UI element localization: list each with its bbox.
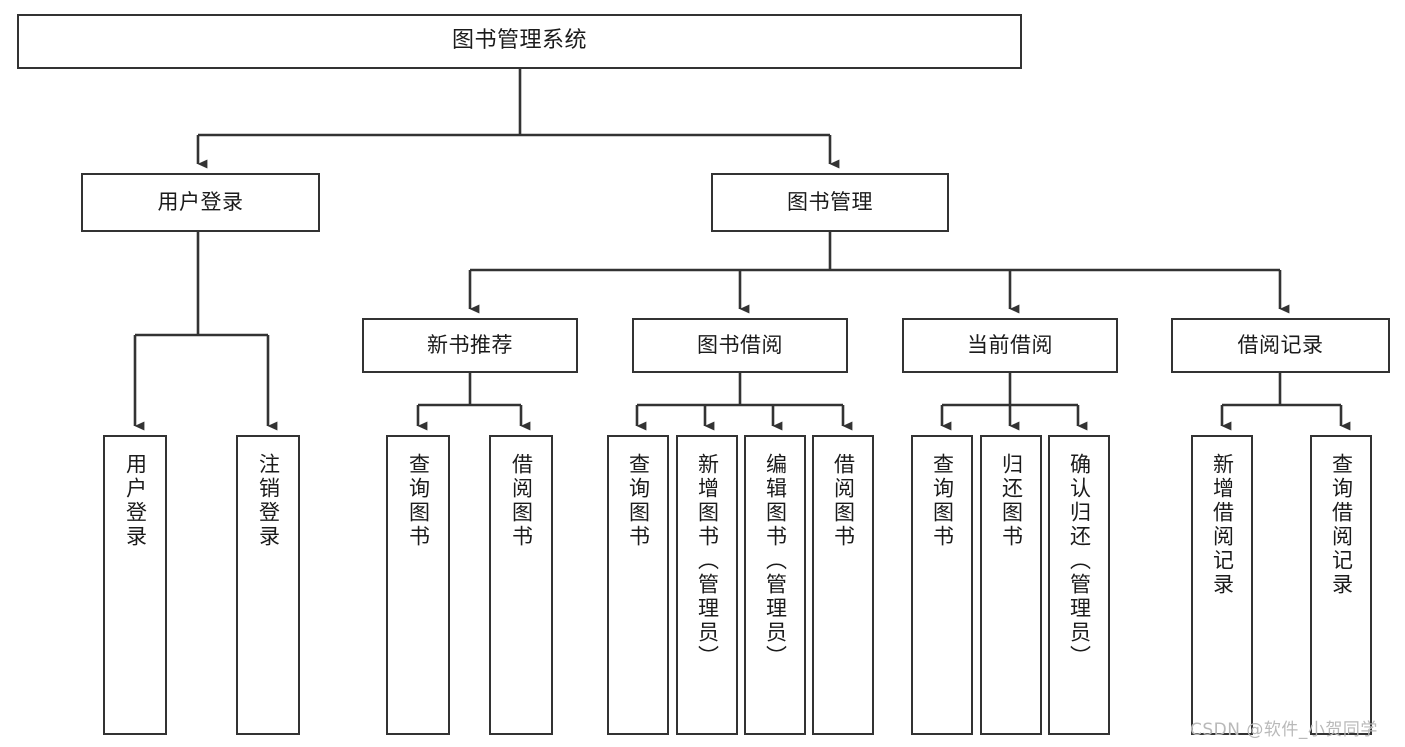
node-leaf-borrow-book-new[interactable]: 借阅图书 (489, 435, 553, 735)
node-label: 查询图书 (406, 453, 431, 549)
node-label: 编辑图书（管理员） (763, 453, 788, 669)
node-label: 图书管理系统 (451, 28, 587, 54)
node-new-book-recommendation[interactable]: 新书推荐 (362, 318, 578, 373)
node-root-book-management-system[interactable]: 图书管理系统 (17, 14, 1022, 69)
node-leaf-query-book-new[interactable]: 查询图书 (386, 435, 450, 735)
node-label: 借阅图书 (831, 453, 856, 549)
node-leaf-query-book-borrow[interactable]: 查询图书 (607, 435, 669, 735)
node-borrow-record[interactable]: 借阅记录 (1171, 318, 1390, 373)
node-leaf-add-book-admin[interactable]: 新增图书（管理员） (676, 435, 738, 735)
node-book-borrow[interactable]: 图书借阅 (632, 318, 848, 373)
node-label: 用户登录 (123, 453, 148, 549)
node-label: 图书借阅 (697, 332, 783, 357)
node-label: 查询图书 (930, 453, 955, 549)
node-label: 新增借阅记录 (1210, 453, 1235, 597)
node-leaf-user-login[interactable]: 用户登录 (103, 435, 167, 735)
node-leaf-borrow-book-borrow[interactable]: 借阅图书 (812, 435, 874, 735)
node-label: 图书管理 (787, 189, 873, 214)
node-user-login[interactable]: 用户登录 (81, 173, 320, 232)
node-label: 借阅图书 (509, 453, 534, 549)
node-label: 查询借阅记录 (1329, 453, 1354, 597)
node-label: 用户登录 (157, 189, 244, 214)
node-label: 新增图书（管理员） (695, 453, 720, 669)
node-label: 新书推荐 (427, 332, 513, 357)
node-book-management[interactable]: 图书管理 (711, 173, 949, 232)
node-leaf-confirm-return-admin[interactable]: 确认归还（管理员） (1048, 435, 1110, 735)
node-leaf-edit-book-admin[interactable]: 编辑图书（管理员） (744, 435, 806, 735)
csdn-watermark: CSDN @软件_小贺同学 (1190, 720, 1378, 740)
node-label: 当前借阅 (967, 332, 1053, 357)
node-leaf-query-book-current[interactable]: 查询图书 (911, 435, 973, 735)
node-label: 确认归还（管理员） (1067, 453, 1092, 669)
node-label: 查询图书 (626, 453, 651, 549)
node-label: 归还图书 (999, 453, 1024, 549)
node-leaf-return-book[interactable]: 归还图书 (980, 435, 1042, 735)
node-leaf-query-borrow-record[interactable]: 查询借阅记录 (1310, 435, 1372, 735)
node-current-borrow[interactable]: 当前借阅 (902, 318, 1118, 373)
node-leaf-logout[interactable]: 注销登录 (236, 435, 300, 735)
node-label: 借阅记录 (1237, 332, 1324, 357)
node-label: 注销登录 (256, 453, 281, 549)
node-leaf-add-borrow-record[interactable]: 新增借阅记录 (1191, 435, 1253, 735)
